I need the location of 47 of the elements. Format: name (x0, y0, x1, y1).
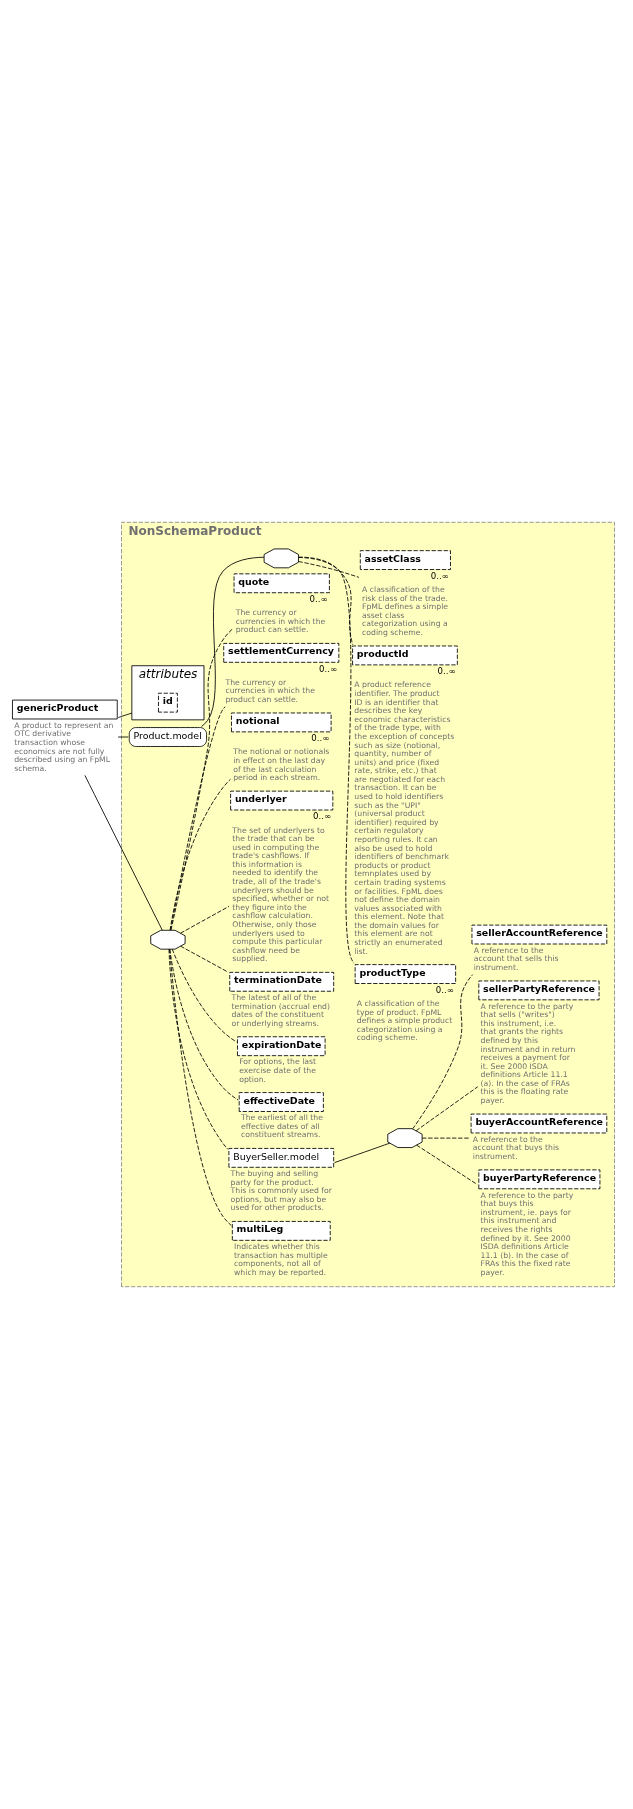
node-label: A reference to the account that buys this instrument. (472, 1134, 560, 1161)
node-label: The set of underlyers to the trade that can be used in computing the trade's cashflows. If this information is needed to identify the trade, all of the trade's underlyers should be specified, whether or not they figure into the cashflow calculation. Otherwise, only those underlyers used to compute this particular cashflow need be supplied. (232, 825, 330, 964)
connector (180, 905, 230, 934)
connector (412, 974, 474, 1130)
node-label: 0..∞ (437, 666, 456, 677)
connector (421, 1137, 471, 1139)
connector (201, 556, 265, 727)
connector (84, 774, 163, 931)
node-label: A classification of the type of product. FpML defines a simple product categorization using a coding scheme. (356, 999, 453, 1043)
node-label: 0..∞ (319, 663, 338, 674)
connector (171, 948, 237, 1043)
node-label: A product reference identifier. The product ID is an identifier that describes the key economic characteristics of the trade type, with the exception of concepts such as size (notional, quantity, number of units) and price (fixed rate, strike, etc.) that are negotiated for each transaction. It can be used to hold identifiers such as the "UPI" (universal product identifier) required by certain regulatory reporting rules. It can also be used to hold identifiers of benchmark products or product temnplates used by certain trading systems or facilities. FpML does not define the domain values associated with this element. Note that the domain values for this element are not strictly an enumerated list. (354, 680, 455, 956)
node-label: 0..∞ (311, 733, 330, 744)
node-label: The earliest of all the effective dates of all constituent streams. (240, 1113, 323, 1140)
connector (170, 706, 226, 931)
node-label: A reference to the party that buys this instrument, ie. pays for this instrument and receives the rights defined by it. See 2000 ISDA definitions Article 11.1 (b). In the case of FRAs this the fixed rate payer. (480, 1190, 574, 1277)
connector (117, 712, 133, 718)
node-label: The latest of all of the termination (accrual end) dates of the constituent or underlying streams. (231, 993, 330, 1028)
node-label: For options, the last exercise date of the option. (239, 1057, 317, 1084)
node-octagon (387, 1128, 423, 1148)
connector (298, 561, 360, 578)
node-label: A reference to the party that sells ("writes") this instrument, i.e. that grants the rights defined by this instrument and in return receives a payment for it. See 2000 ISDA definitions Article 11.1 (a). In the case of FRAs this is the floating rate payer. (480, 1001, 576, 1106)
connector (170, 628, 234, 931)
connector (168, 948, 229, 1150)
connector (180, 945, 229, 973)
node-label: A product to represent an OTC derivative transaction whose economics are not fully described using an FpML schema. (14, 720, 114, 773)
connector (169, 948, 232, 1226)
node-label: 0..∞ (313, 811, 332, 822)
connector (298, 556, 355, 964)
connector (298, 557, 354, 646)
node-label: 0..∞ (435, 984, 454, 995)
node-label: 0..∞ (309, 594, 328, 605)
node-label: 0..∞ (430, 570, 449, 581)
connector (117, 736, 129, 738)
node-label: A reference to the account that sells this instrument. (473, 945, 559, 972)
node-label: A classification of the risk class of the trade. FpML defines a simple asset class categorization using a coding scheme. (362, 585, 449, 637)
node-label: The buying and selling party for the product. This is commonly used for options, but may also be used for other products. (230, 1169, 332, 1213)
connector (334, 1142, 391, 1164)
node-label: The currency or currencies in which the product can settle. (235, 608, 326, 635)
node-label: The currency or currencies in which the product can settle. (225, 677, 315, 704)
node-octagon (150, 929, 186, 950)
node-label: Indicates whether this transaction has multiple components, not all of which may be reported. (234, 1242, 328, 1277)
node-label: The notional or notionals in effect on the last day of the last calculation period in each stream. (233, 747, 330, 783)
node-octagon (263, 548, 299, 569)
connector (415, 1086, 479, 1132)
connector (169, 948, 239, 1101)
connector (416, 1144, 478, 1185)
